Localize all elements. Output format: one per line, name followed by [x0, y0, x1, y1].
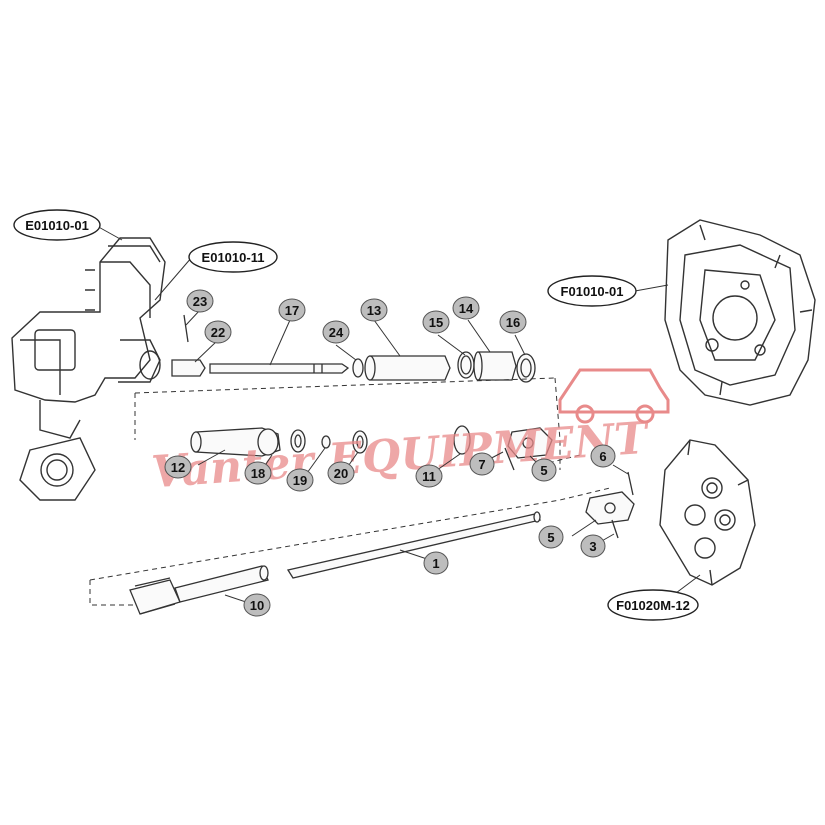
svg-text:11: 11: [422, 469, 436, 484]
part-label-10: 10: [243, 593, 271, 617]
right-joint-row: [585, 471, 635, 539]
part-label-14: 14: [452, 296, 480, 320]
svg-text:13: 13: [367, 303, 381, 318]
svg-text:5: 5: [547, 530, 554, 545]
part-label-16: 16: [499, 310, 527, 334]
part-label-6: 6: [590, 444, 616, 468]
part-label-12: 12: [164, 455, 192, 479]
front-axle-housing: [11, 237, 166, 501]
svg-text:12: 12: [171, 460, 185, 475]
middle-shaft-row: [190, 425, 553, 471]
part-label-23: 23: [186, 289, 214, 313]
part-label-20: 20: [327, 461, 355, 485]
part-label-19: 19: [286, 468, 314, 492]
assembly-ref-f01010-01: F01010-01: [547, 275, 637, 307]
svg-text:20: 20: [334, 466, 348, 481]
svg-text:F01020M-12: F01020M-12: [616, 598, 690, 613]
watermark-text: Vanter EQUIPMENT: [150, 413, 652, 499]
part-label-18: 18: [244, 461, 272, 485]
svg-text:15: 15: [429, 315, 443, 330]
transmission-housing: [664, 219, 816, 406]
splined-coupling-shaft: [129, 565, 269, 615]
part-label-22: 22: [204, 320, 232, 344]
part-label-11: 11: [415, 464, 443, 488]
svg-text:1: 1: [432, 556, 439, 571]
svg-text:6: 6: [599, 449, 606, 464]
part-label-7: 7: [469, 452, 495, 476]
part-label-24: 24: [322, 320, 350, 344]
assembly-ref-f01020m-12: F01020M-12: [607, 589, 699, 621]
drive-shaft: [286, 511, 542, 579]
svg-text:3: 3: [589, 539, 596, 554]
truck-watermark-icon: [558, 368, 670, 424]
part-label-5-upper: 5: [531, 458, 557, 482]
svg-text:18: 18: [251, 466, 265, 481]
part-label-1: 1: [423, 551, 449, 575]
svg-text:10: 10: [250, 598, 264, 613]
part-label-3: 3: [580, 534, 606, 558]
assembly-ref-e01010-11: E01010-11: [188, 241, 278, 273]
svg-text:24: 24: [329, 325, 344, 340]
upper-shaft-row: [171, 314, 536, 383]
svg-text:16: 16: [506, 315, 520, 330]
part-label-13: 13: [360, 298, 388, 322]
rear-cover-plate: [659, 439, 756, 586]
svg-text:22: 22: [211, 325, 225, 340]
svg-text:E01010-11: E01010-11: [202, 250, 265, 265]
assembly-guide-lines: [89, 377, 611, 606]
svg-text:7: 7: [478, 457, 485, 472]
part-label-15: 15: [422, 310, 450, 334]
svg-text:14: 14: [459, 301, 474, 316]
svg-text:5: 5: [540, 463, 547, 478]
part-label-17: 17: [278, 298, 306, 322]
svg-text:23: 23: [193, 294, 207, 309]
svg-text:F01010-01: F01010-01: [561, 284, 624, 299]
svg-text:E01010-01: E01010-01: [25, 218, 89, 233]
assembly-ref-e01010-01: E01010-01: [13, 209, 101, 241]
part-label-5-lower: 5: [538, 525, 564, 549]
svg-text:19: 19: [293, 473, 307, 488]
svg-text:17: 17: [285, 303, 299, 318]
